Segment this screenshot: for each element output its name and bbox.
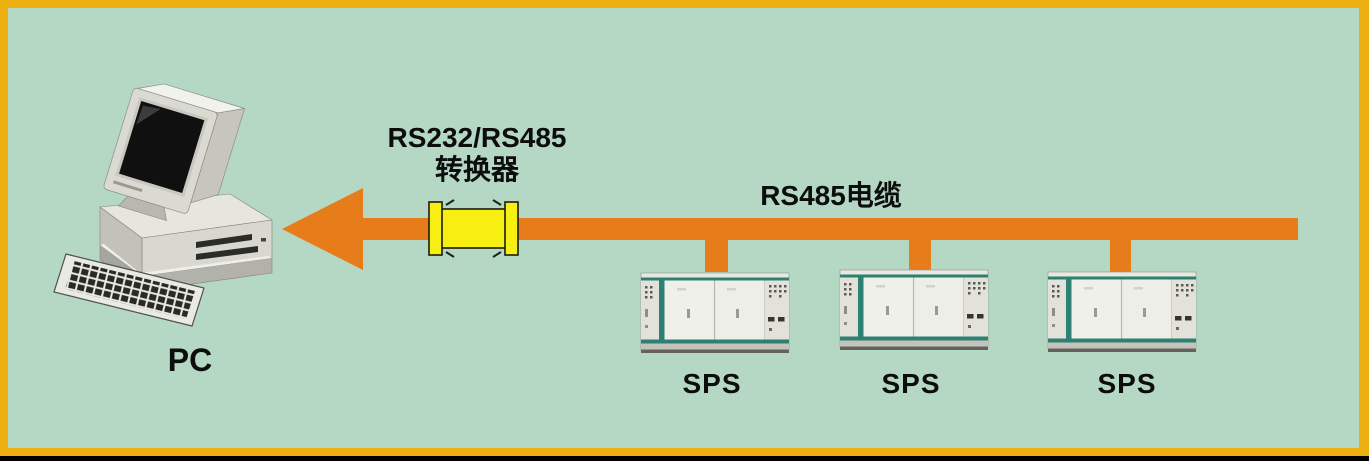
converter-label-line1: RS232/RS485	[387, 122, 567, 153]
sps-cabinet-icon-2	[839, 269, 989, 351]
converter-icon	[428, 199, 519, 258]
sps-cabinet-icon-1	[640, 272, 790, 354]
converter-label-line2: 转换器	[434, 154, 520, 185]
pc-icon	[53, 83, 273, 327]
converter-label: RS232/RS485 转换器	[387, 122, 566, 186]
cable-drop-1	[705, 232, 728, 272]
arrow-to-pc-icon	[282, 188, 363, 270]
rs485-cable	[352, 218, 1298, 272]
pc-monitor	[103, 83, 246, 222]
cable-label: RS485电缆	[760, 180, 902, 211]
pc-keyboard	[53, 253, 205, 327]
pc-label: PC	[167, 342, 213, 378]
cable-drop-2	[909, 232, 931, 272]
cable-drop-3	[1110, 232, 1131, 272]
sps-label-2: SPS	[881, 368, 941, 399]
sps-label-1: SPS	[682, 368, 742, 399]
sps-cabinet-icon-3	[1047, 271, 1197, 353]
sps-label-3: SPS	[1097, 368, 1157, 399]
